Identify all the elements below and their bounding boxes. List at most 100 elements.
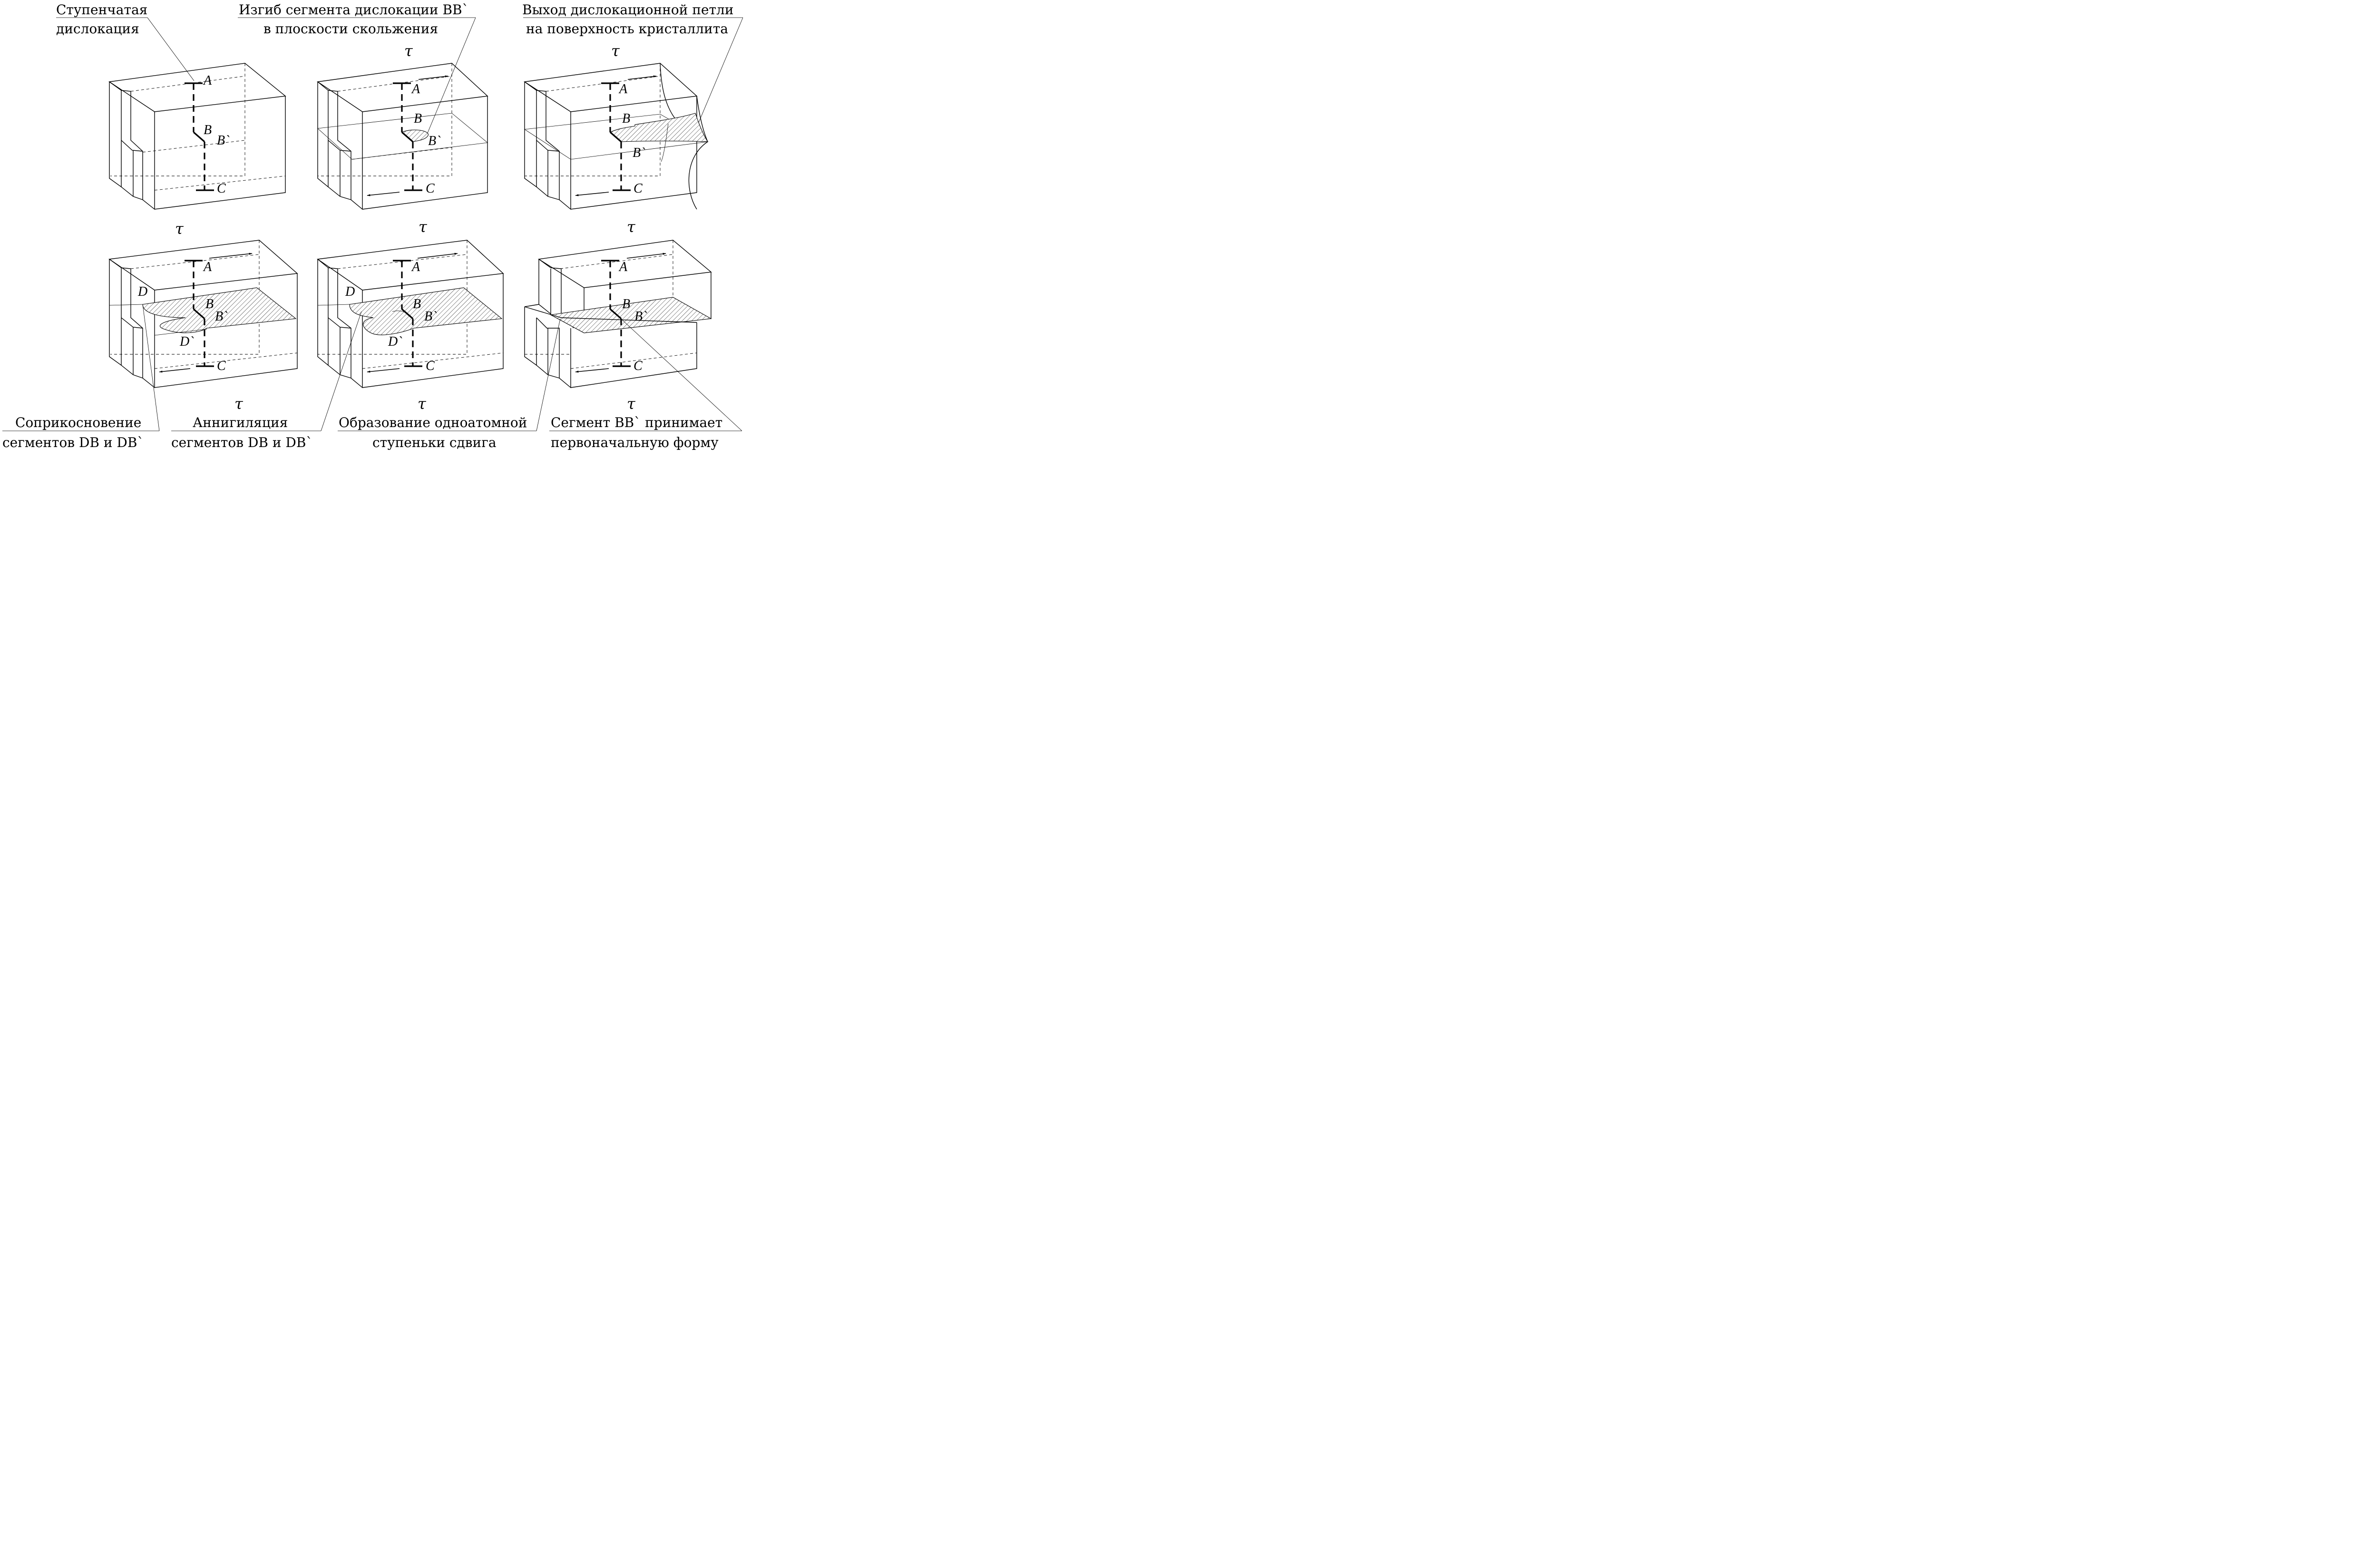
step-edge <box>109 81 122 91</box>
label-a: A <box>411 82 420 97</box>
caption-top-left-line2: дислокация <box>56 21 139 37</box>
shear-arrow-top <box>627 75 657 80</box>
shear-arrow-bottom <box>159 368 191 373</box>
step-edge <box>524 81 537 91</box>
block-left-face <box>109 82 122 188</box>
label-a: A <box>203 260 212 274</box>
panel-loop-exit: A B B` C <box>524 63 709 210</box>
label-b-prime: B` <box>217 133 230 148</box>
label-b-prime: B` <box>428 134 441 148</box>
diagram-stage: Ступенчатая дислокация Изгиб сегмента ди… <box>0 0 746 452</box>
panel-shear-step: A B B` C <box>524 240 712 388</box>
caption-top-mid-line1: Изгиб сегмента дислокации BB` <box>239 2 469 18</box>
block-right-face <box>362 273 504 388</box>
caption-top-left: Ступенчатая дислокация <box>56 2 195 81</box>
shear-arrow-top <box>626 253 666 259</box>
caption-bottom-2-leader <box>321 311 362 431</box>
caption-bottom-2-line1: Аннигиляция <box>193 415 288 430</box>
tau-label: τ <box>419 218 428 236</box>
hidden-edges <box>154 175 286 191</box>
label-a: A <box>411 260 420 274</box>
lower-block-left-face <box>524 307 537 366</box>
label-b: B <box>204 123 212 137</box>
block-right-face <box>154 273 298 388</box>
panel-segments-contact: A D B B` D` C <box>108 240 298 388</box>
shear-arrow-top <box>418 75 448 80</box>
label-c: C <box>633 359 643 373</box>
step-edge <box>121 365 143 379</box>
dislocation-segment-bb <box>609 131 622 143</box>
tau-label: τ <box>418 395 427 413</box>
caption-bottom-1-leader <box>142 304 160 431</box>
dislocation-segment-bb <box>401 131 414 143</box>
label-d-prime: D` <box>179 334 194 349</box>
caption-bottom-4: Сегмент BB` принимает первоначальную фор… <box>549 316 742 450</box>
label-b-prime: B` <box>215 309 228 324</box>
label-b: B <box>414 111 422 126</box>
block-left-face <box>109 259 122 366</box>
panel-annihilation: A D B B` D` C <box>317 240 504 388</box>
block-right-face <box>154 96 286 210</box>
step-edge <box>328 186 351 200</box>
tau-label: τ <box>404 42 413 60</box>
upper-step <box>538 259 551 268</box>
shear-arrow-bottom <box>367 368 400 373</box>
label-b-prime: B` <box>424 309 437 324</box>
caption-top-mid-line2: в плоскости скольжения <box>263 21 438 37</box>
caption-top-right-line2: на поверхность кристаллита <box>526 21 728 37</box>
label-a: A <box>203 73 212 88</box>
lower-block-right-face <box>570 322 697 388</box>
block-top-face <box>317 240 504 291</box>
step-edge <box>109 259 122 268</box>
caption-top-right-leader <box>698 17 743 124</box>
step-edge <box>317 259 329 268</box>
tau-label: τ <box>627 395 636 413</box>
label-b-prime: B` <box>633 146 645 160</box>
loop-edge <box>661 123 669 162</box>
caption-bottom-3: Образование одноатомной ступеньки сдвига <box>338 318 561 450</box>
caption-top-right: Выход дислокационной петли на поверхност… <box>522 2 743 124</box>
shear-arrow-bottom <box>575 192 609 196</box>
hidden-edges <box>130 254 260 269</box>
caption-bottom-3-leader <box>536 318 561 431</box>
shear-arrow-top <box>417 253 458 259</box>
label-b: B <box>205 297 214 312</box>
label-c: C <box>633 181 643 196</box>
curved-surface <box>696 96 708 142</box>
block-left-face <box>317 82 329 188</box>
slip-plane-edge <box>317 304 350 306</box>
label-b: B <box>413 297 421 312</box>
slip-region <box>349 287 503 335</box>
dislocation-loop <box>610 113 709 142</box>
label-c: C <box>217 359 226 373</box>
upper-block-left <box>538 259 551 315</box>
caption-top-left-line1: Ступенчатая <box>56 2 147 18</box>
label-a: A <box>618 260 628 274</box>
hidden-edges <box>154 352 298 369</box>
caption-bottom-4-line2: первоначальную форму <box>551 435 719 450</box>
shear-arrow-top <box>209 253 253 259</box>
hidden-edges <box>362 352 504 369</box>
caption-top-right-line1: Выход дислокационной петли <box>522 2 734 18</box>
panel-stepped-dislocation: A B B` C <box>108 63 286 210</box>
hidden-edges <box>142 140 245 153</box>
tau-label: τ <box>175 220 184 238</box>
label-b-prime: B` <box>634 309 647 324</box>
label-c: C <box>426 181 435 196</box>
block-left-face <box>317 259 329 366</box>
caption-bottom-3-line1: Образование одноатомной <box>339 415 527 430</box>
tau-label: τ <box>234 395 244 413</box>
block-top-face <box>108 63 286 112</box>
caption-bottom-4-line1: Сегмент BB` принимает <box>551 415 722 430</box>
label-b: B <box>622 297 630 312</box>
caption-bottom-2: Аннигиляция сегментов DB и DB` <box>171 311 362 450</box>
slip-region <box>550 297 712 333</box>
caption-bottom-1: Соприкосновение сегментов DB и DB` <box>2 304 160 450</box>
tau-label: τ <box>611 42 620 60</box>
lower-block-top <box>524 306 697 323</box>
lower-step <box>536 317 571 388</box>
label-d: D <box>345 284 355 299</box>
dislocation-segment-bb <box>193 308 205 320</box>
caption-bottom-2-line2: сегментов DB и DB` <box>171 435 312 450</box>
step-edge <box>121 186 143 200</box>
